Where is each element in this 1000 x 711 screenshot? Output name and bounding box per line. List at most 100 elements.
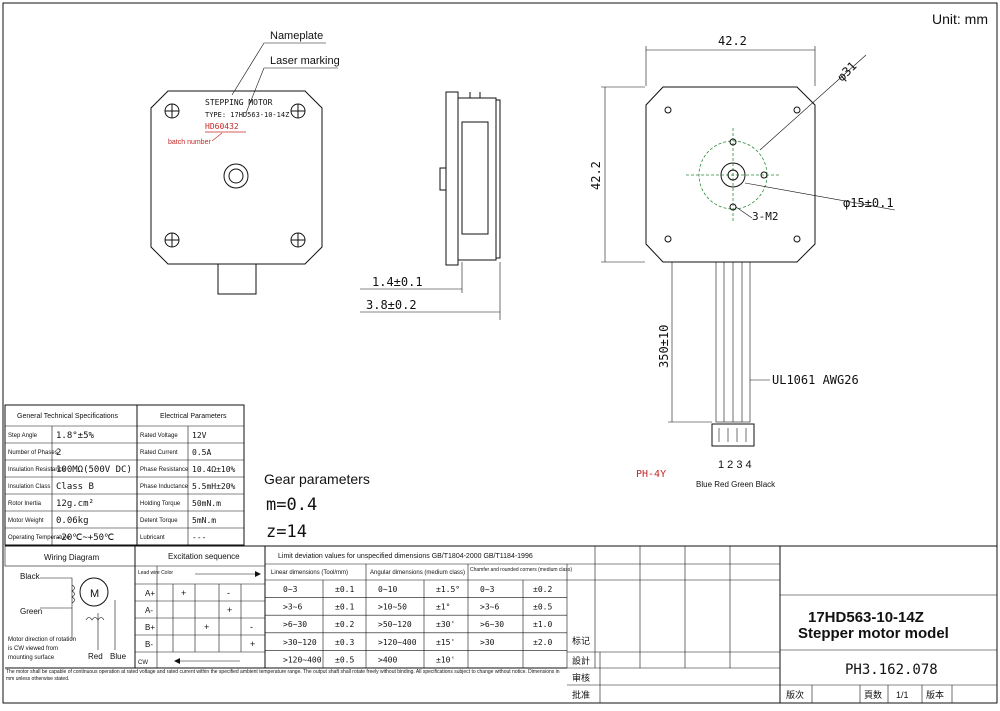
excitation-lead: B- — [145, 640, 153, 649]
tolerance-cell: >6~30 — [283, 620, 307, 629]
right-view: 42.2 42.2 φ31 φ15±0.1 3-M2 350±10 UL1061… — [589, 34, 896, 489]
tolerance-cell: ±0.5 — [533, 603, 552, 612]
spec-value: Class B — [56, 482, 94, 492]
nameplate-line3: HD60432 — [205, 122, 239, 131]
wire-red: Red — [88, 652, 103, 661]
tolerance-cell: >10~50 — [378, 603, 407, 612]
tolerance-cell: >400 — [378, 655, 397, 664]
excitation-mark: + — [250, 639, 255, 649]
electrical-label: Detent Torque — [140, 518, 178, 524]
general-spec-title: General Technical Specifications — [17, 413, 119, 420]
connector-type-label: PH-4Y — [636, 469, 666, 480]
excitation-mark: + — [227, 605, 232, 615]
tolerance-cell: 0~3 — [283, 585, 298, 594]
version-label: 版次 — [786, 689, 804, 700]
excitation-mark: - — [250, 622, 253, 632]
screw-holes-label: 3-M2 — [752, 210, 779, 223]
spec-value: 1.8°±5% — [56, 431, 95, 441]
tolerance-cell: ±1.0 — [533, 620, 552, 629]
spec-label: Motor Weight — [8, 518, 44, 524]
side-view: 1.4±0.1 3.8±0.2 — [360, 91, 501, 320]
footnote-box: The motor shall be capable of continuous… — [6, 669, 560, 682]
electrical-label: Phase Resistance — [140, 467, 189, 473]
spec-label: Insulation Class — [8, 484, 50, 490]
tolerance-cell: ±1° — [436, 603, 450, 612]
tolerance-cell: >120~400 — [283, 655, 322, 664]
tolerance-cell: ±0.2 — [533, 585, 552, 594]
dim-flange-thickness: 1.4±0.1 — [372, 275, 423, 289]
tolerance-cell: ±1.5° — [436, 585, 460, 594]
shaft-circle — [228, 168, 244, 184]
wiring-note-3: mounting surface — [8, 655, 55, 661]
dim-lead-length: 350±10 — [657, 325, 671, 368]
ccw-label: CW — [138, 660, 148, 666]
electrical-value: --- — [192, 533, 206, 542]
dim-line-pitch — [759, 54, 867, 151]
footnote: The motor shall be capable of continuous… — [6, 669, 560, 682]
electrical-value: 5mN.m — [192, 516, 216, 525]
hdr-linear: Linear dimensions (Tool/mm) — [271, 570, 348, 576]
checked-label: 审核 — [572, 672, 590, 683]
nameplate-callout: Nameplate — [270, 30, 323, 42]
spec-value: -20℃~+50℃ — [56, 533, 114, 543]
wiring-note-1: Motor direction of rotation — [8, 637, 76, 643]
electrical-label: Phase Inductance — [140, 484, 189, 490]
designed-label: 設計 — [572, 655, 590, 666]
motor-symbol — [79, 577, 109, 607]
front-view: STEPPING MOTOR TYPE: 17HD563-10-14Z HD60… — [150, 30, 340, 295]
connector-ph — [711, 423, 755, 447]
spec-value: 0.06kg — [56, 516, 89, 526]
hdr-chamfer: Chamfer and rounded corners (medium clas… — [470, 567, 572, 573]
tolerance-table: Limit deviation values for unspecified d… — [265, 546, 780, 668]
tolerance-cell: >50~120 — [378, 620, 412, 629]
model-name: Stepper motor model — [798, 625, 949, 642]
spec-label: Number of Phases — [8, 450, 58, 456]
connector-housing — [217, 263, 257, 295]
tolerance-cell: ±0.1 — [335, 603, 354, 612]
general-spec-table: General Technical Specifications Step An… — [4, 404, 138, 546]
gear-teeth: z=14 — [266, 522, 307, 542]
drawing-number: PH3.162.078 — [845, 662, 938, 678]
model-code: 17HD563-10-14Z — [808, 609, 924, 626]
nameplate-leader — [231, 42, 265, 96]
tolerance-cell: >3~6 — [283, 603, 302, 612]
gear-bore — [727, 169, 739, 181]
unit-label: Unit: mm — [932, 11, 988, 27]
tolerance-cell: ±0.5 — [335, 655, 354, 664]
laser-leader — [245, 67, 265, 114]
spec-value: 2 — [56, 448, 61, 458]
tolerance-cell: 0~3 — [480, 585, 495, 594]
hdr-angular: Angular dimensions (medium class) — [370, 570, 465, 576]
screw-icon — [164, 103, 180, 119]
electrical-value: 12V — [192, 431, 207, 440]
excitation-mark: + — [204, 622, 209, 632]
pages-label: 頁数 — [864, 689, 882, 700]
motor-face-outline — [150, 90, 323, 265]
pin-numbers: 1 2 3 4 — [718, 459, 752, 471]
tolerance-cell: >120~400 — [378, 638, 417, 647]
excitation-lead: B+ — [145, 623, 155, 632]
spec-value: 12g.cm² — [56, 499, 94, 509]
wiring-title: Wiring Diagram — [44, 553, 99, 562]
notes-label: 标记 — [572, 635, 590, 646]
shaft-boss — [223, 163, 249, 189]
tolerance-cell: ±2.0 — [533, 638, 552, 647]
spec-label: Operating Temperature — [8, 535, 70, 541]
dim-height: 42.2 — [589, 161, 603, 190]
tolerance-cell: >6~30 — [480, 620, 504, 629]
batch-number-label: batch number — [168, 139, 211, 146]
tolerance-cell: >30~120 — [283, 638, 317, 647]
excitation-table: Excitation sequence Lead wire Color A++-… — [135, 552, 265, 668]
wire-spec-label: UL1061 AWG26 — [772, 373, 859, 387]
tolerance-cell: ±30' — [436, 620, 455, 629]
dim-line-pilot — [744, 182, 896, 211]
electrical-label: Holding Torque — [140, 501, 181, 507]
motor-letter: M — [90, 588, 99, 600]
tolerance-cell: >3~6 — [480, 603, 499, 612]
gear-outline — [720, 162, 746, 188]
edition-label: 版本 — [926, 689, 944, 700]
title-block: 17HD563-10-14Z Stepper motor model PH3.1… — [567, 546, 997, 703]
electrical-label: Rated Voltage — [140, 433, 178, 439]
